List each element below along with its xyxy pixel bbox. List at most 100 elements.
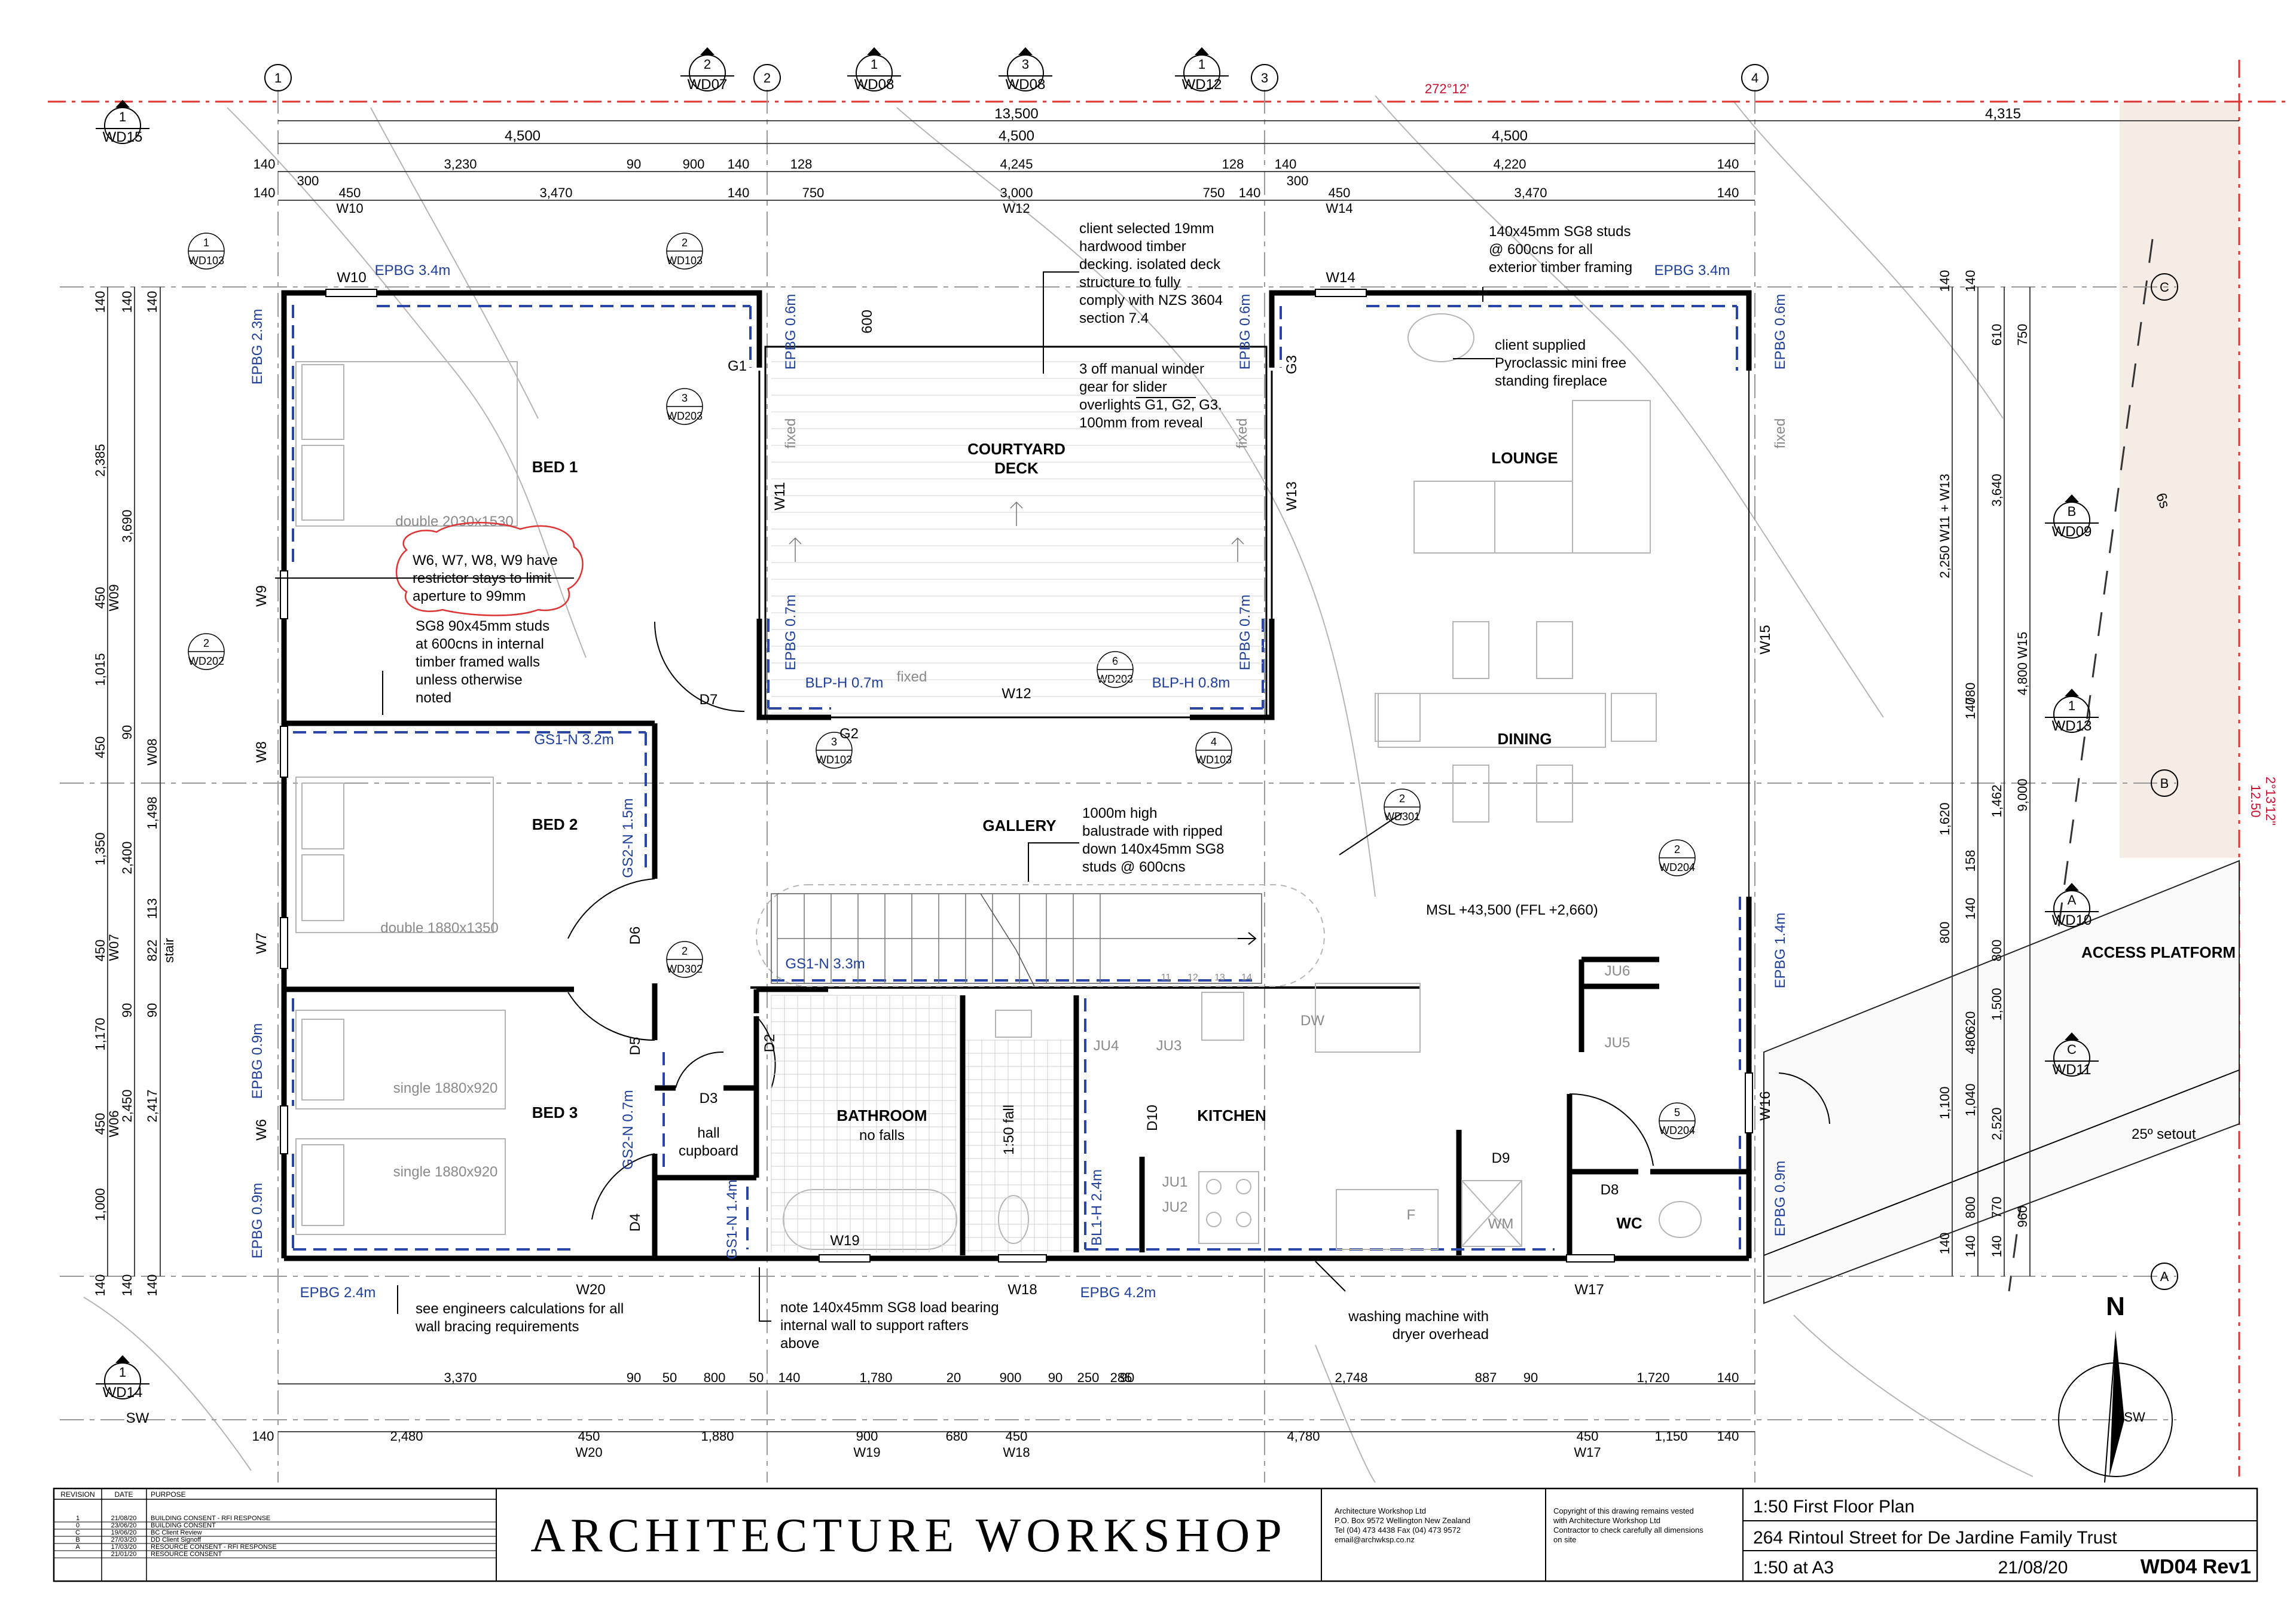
brace-epbg-left-1: EPBG 2.3m [249, 309, 265, 385]
detail-ref-sheet: WD204 [1659, 861, 1695, 873]
unit-ju6: JU6 [1605, 963, 1631, 979]
left-dim-inner: 90 [145, 1003, 160, 1017]
opening-labels: W10 W14 W9 W8 W7 W6 W11 W13 W12 W15 W16 … [254, 270, 1788, 1298]
stair-num-13: 13 [1214, 973, 1225, 983]
detail-ref-number: 2 [682, 945, 688, 957]
right-dim: 140 [1937, 1233, 1952, 1255]
dim-r2-9: 4,220 [1493, 157, 1526, 172]
bottom-dim-r1: 2,748 [1335, 1370, 1367, 1385]
copyright-note: Copyright of this drawing remains vested… [1553, 1506, 1703, 1544]
dim-r1-0: 4,500 [505, 128, 541, 144]
label-w11: W11 [772, 482, 788, 511]
section-arrow [1195, 47, 1209, 55]
left-dim-mid: 90 [120, 1003, 135, 1017]
copyright-line: Contractor to check carefully all dimens… [1553, 1526, 1703, 1535]
bottom-dim-r1: 285 [1110, 1370, 1132, 1385]
section-arrow [115, 1355, 130, 1363]
bottom-dim-r1: 250 [1077, 1370, 1100, 1385]
dim-r3-1: 300 [297, 173, 319, 188]
project-name: 264 Rintoul Street for De Jardine Family… [1753, 1528, 2117, 1548]
section-ref-number: 1 [2068, 698, 2075, 713]
label-d2: D2 [762, 1034, 778, 1053]
stair-num-12: 12 [1187, 973, 1198, 983]
dim-tag-w12: W12 [1003, 201, 1030, 216]
right-dim: 2,520 [1989, 1107, 2004, 1140]
furn-bed1: double 2030x1530 [395, 514, 514, 530]
right-dim: 140 [1937, 270, 1952, 292]
dim-r3-0: 140 [254, 185, 276, 200]
bottom-dim-r1: 900 [1000, 1370, 1022, 1385]
leader-lines [275, 271, 1495, 1322]
rev-purpose: BUILDING CONSENT [151, 1522, 216, 1529]
dim-overall: 13,500 [994, 106, 1038, 122]
label-w15: W15 [1757, 625, 1773, 654]
deck-boards [771, 361, 1263, 714]
brace-epbg09-b: EPBG 0.9m [249, 1183, 265, 1259]
bottom-dim-r1: 90 [1120, 1370, 1134, 1385]
right-dim: 960 [2015, 1206, 2030, 1228]
left-dim-outer: 450 [93, 587, 108, 609]
label-w17: W17 [1574, 1282, 1604, 1298]
left-dim-outer: 140 [93, 291, 108, 313]
brace-epbg09-a: EPBG 0.9m [249, 1023, 265, 1099]
firm-contact-line: email@archwksp.co.nz [1335, 1535, 1415, 1544]
label-d8: D8 [1601, 1182, 1619, 1198]
right-dim: 140 [1963, 1236, 1978, 1258]
label-w14: W14 [1326, 270, 1355, 286]
detail-ref-number: 3 [831, 736, 837, 748]
room-gallery: GALLERY [982, 817, 1056, 835]
label-w18: W18 [1007, 1282, 1037, 1298]
left-dim-mid: 2,400 [120, 841, 135, 874]
right-dim: 1,040 [1963, 1083, 1978, 1116]
section-ref-number: 1 [1198, 57, 1205, 72]
right-dim: 2,250 W11 + W13 [1937, 473, 1952, 578]
dim-r2-3: 900 [683, 157, 705, 172]
room-bed1: BED 1 [532, 458, 578, 476]
label-d10: D10 [1144, 1105, 1161, 1131]
section-ref-sheet: WD14 [103, 1384, 143, 1401]
label-d6: D6 [627, 927, 643, 945]
right-dim: 800 [1963, 1197, 1978, 1219]
grid-label-a: A [2160, 1269, 2169, 1284]
top-dimensions: 13,500 4,315 4,500 4,500 4,500 140 3,230… [254, 106, 2239, 216]
brace-epbg-top-l: EPBG 3.4m [375, 262, 451, 279]
right-dim: 480 [1963, 1032, 1978, 1055]
left-dim-inner: 140 [145, 1274, 160, 1297]
brace-gs2n15: GS2-N 1.5m [620, 798, 636, 878]
label-d4: D4 [627, 1214, 643, 1232]
section-ref-sheet: WD12 [1182, 77, 1222, 93]
dim-r3-10: 450 [1329, 185, 1351, 200]
furniture-labels: double 2030x1530 double 1880x1350 single… [380, 514, 1513, 1232]
fall-note: 1:50 fall [1001, 1105, 1017, 1155]
detail-ref-number: 2 [1399, 793, 1405, 805]
left-dim-mid: 3,690 [120, 509, 135, 542]
bottom-dim-r2: 2,480 [390, 1429, 423, 1444]
dim-tag-w14: W14 [1326, 201, 1352, 216]
right-dim: 4,800 W15 [2015, 632, 2030, 695]
right-dim: 1,620 [1937, 802, 1952, 835]
bracing-lines [292, 305, 1741, 1251]
brace-gs1n14: GS1-N 1.4m [724, 1179, 740, 1259]
unit-ju3: JU3 [1156, 1038, 1182, 1054]
window-openings [280, 289, 1753, 1263]
section-ref-sheet: WD15 [103, 129, 143, 145]
label-fixed-1: fixed [783, 418, 799, 449]
door-swings [567, 621, 1830, 1220]
left-dim-outer: 1,000 [93, 1188, 108, 1221]
left-dim-mid: 2,450 [120, 1089, 135, 1122]
boundary-bearing-right: 2°13'12" [2263, 777, 2278, 826]
left-dim-mid: 140 [120, 291, 135, 313]
room-kitchen: KITCHEN [1197, 1107, 1266, 1124]
bracing-labels: EPBG 3.4m EPBG 3.4m EPBG 2.3m EPBG 0.6m … [249, 262, 1788, 1301]
section-arrow [700, 47, 715, 55]
detail-ref-number: 4 [1211, 736, 1217, 748]
right-dim: 1,462 [1989, 784, 2004, 817]
rev-header: PURPOSE [151, 1490, 186, 1499]
label-w6: W6 [254, 1119, 270, 1141]
bottom-dim-r1: 90 [1523, 1370, 1538, 1385]
detail-ref-sheet: WD202 [188, 655, 224, 667]
left-dim-mid: W07 [106, 934, 121, 961]
bottom-dim-tag: W20 [575, 1445, 602, 1460]
